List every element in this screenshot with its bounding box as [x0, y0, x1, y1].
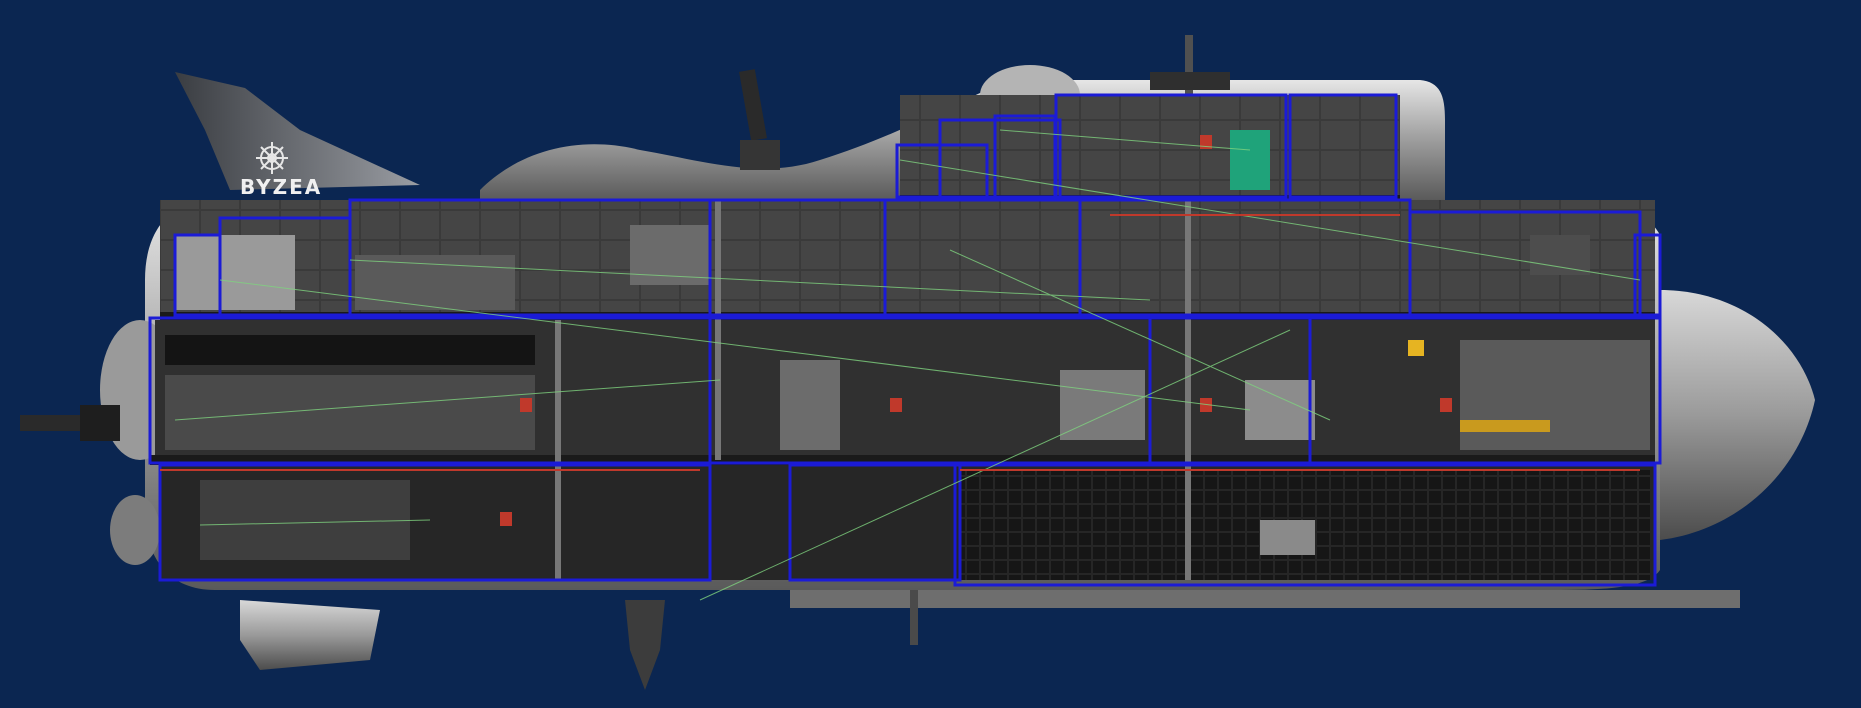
top-turret-barrel	[739, 69, 767, 141]
interior-upper-bridge	[900, 95, 1400, 200]
stern-gun-mount	[80, 405, 120, 441]
room-outline[interactable]	[1408, 210, 1642, 317]
ship-wheel-emblem	[256, 142, 288, 174]
room-outline[interactable]	[158, 463, 712, 582]
ladder	[715, 200, 721, 460]
ladder	[555, 320, 561, 580]
ballast-tank-vents	[165, 335, 535, 365]
fuse-box	[520, 398, 532, 412]
room-outline[interactable]	[788, 463, 962, 582]
fuse-box	[1200, 135, 1212, 149]
wiring	[174, 129, 1641, 601]
room-outline[interactable]	[1054, 93, 1288, 199]
tail-fin-bottom	[240, 600, 380, 670]
wiring-red	[160, 214, 1640, 471]
hazard-stripes	[1460, 420, 1550, 432]
ballast-tanks	[165, 375, 535, 450]
periscope-head	[1150, 72, 1230, 90]
lower-antenna	[910, 590, 918, 645]
crew-bunks	[355, 255, 515, 310]
stern-thruster	[110, 495, 160, 565]
weapons-rack	[780, 360, 840, 450]
tail-fin-top	[175, 72, 420, 190]
engine-block	[200, 480, 410, 560]
fuse-box	[1200, 398, 1212, 412]
fuse-box	[500, 512, 512, 526]
reactor	[1245, 380, 1315, 440]
supply-cabinets	[1460, 340, 1650, 450]
room-outline[interactable]	[953, 463, 1657, 587]
docking-hatch-bottom	[790, 590, 1740, 608]
hazard-sign	[1408, 340, 1424, 356]
green-lockers	[1230, 130, 1270, 190]
floor-2	[150, 455, 1655, 465]
nose-cone	[1660, 290, 1815, 540]
room-outlines[interactable]	[148, 93, 1662, 587]
room-outline[interactable]	[1308, 316, 1662, 465]
pump-machine	[1260, 520, 1315, 555]
room-outline[interactable]	[1633, 233, 1662, 317]
fuse-box	[1440, 398, 1452, 412]
bottom-turret	[625, 600, 665, 690]
fuse-box	[890, 398, 902, 412]
ship-name: BYZEA	[240, 175, 322, 199]
storage-lockers	[175, 235, 295, 310]
ladder	[1185, 200, 1191, 580]
nav-terminal	[1530, 235, 1590, 275]
room-outline[interactable]	[1288, 93, 1398, 199]
top-turret-base	[740, 140, 780, 170]
